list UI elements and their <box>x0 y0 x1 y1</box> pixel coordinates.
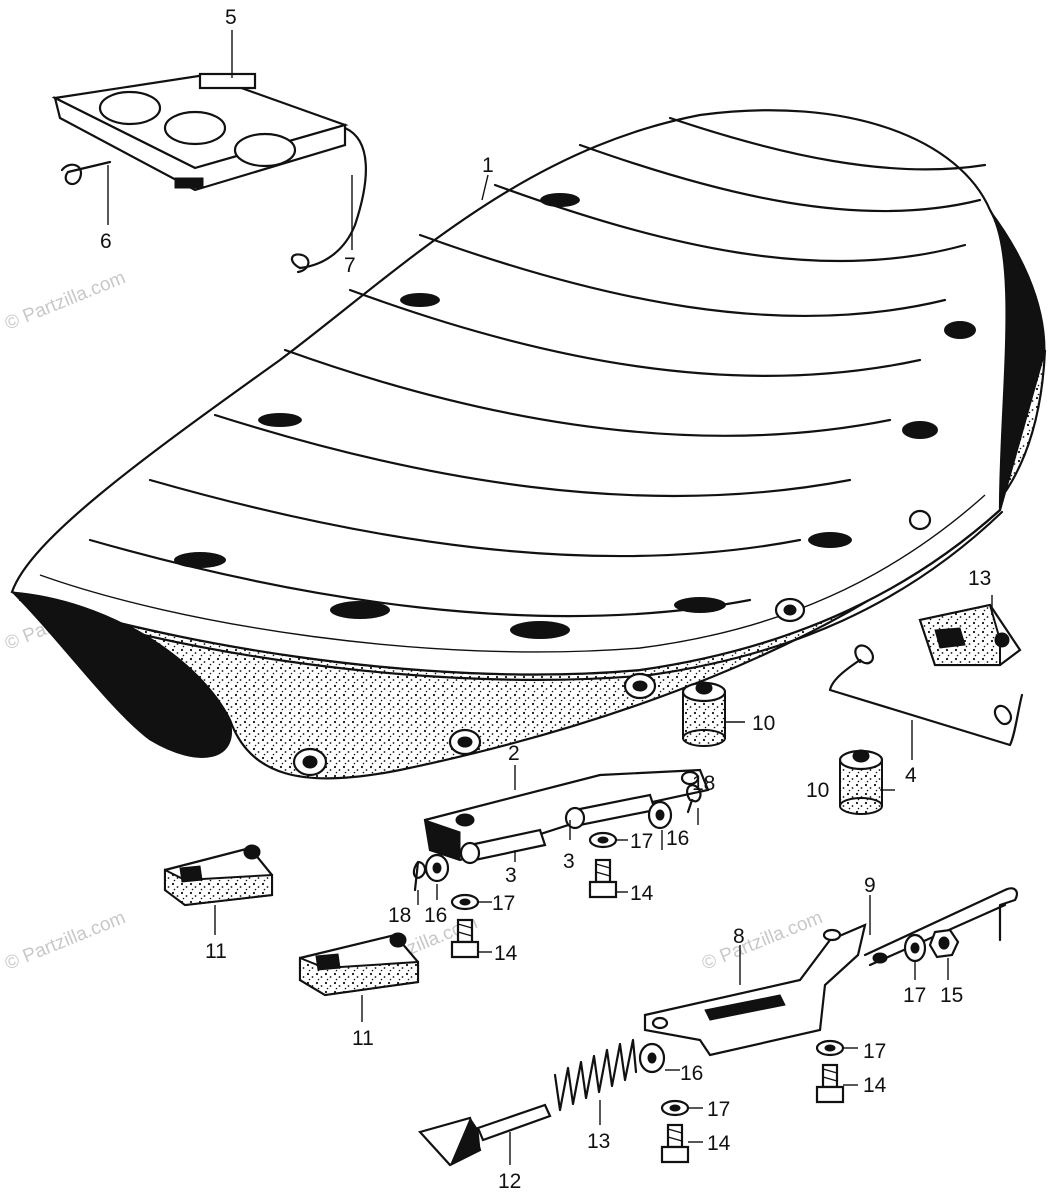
rubber-block-part-11-lower <box>298 932 420 997</box>
tray-part-5 <box>51 72 349 192</box>
wire-part-7 <box>290 126 367 274</box>
clip-part-6 <box>60 160 112 186</box>
callout-5: 5 <box>225 6 237 29</box>
callout-18-front: 18 <box>388 904 411 927</box>
callout-6: 6 <box>100 230 112 253</box>
callout-4: 4 <box>905 764 917 787</box>
cotter-pin-part-18-front <box>412 860 427 892</box>
washer-part-17-a <box>588 831 618 849</box>
watermark: © Partzilla.com <box>2 907 129 974</box>
callout-9: 9 <box>864 874 876 897</box>
callout-2: 2 <box>508 742 520 765</box>
spring-rod-part-4 <box>828 644 1024 747</box>
callout-3-front: 3 <box>505 864 517 887</box>
nut-part-15 <box>928 928 960 959</box>
cotter-pin-part-18-rear <box>686 784 702 814</box>
washer-part-17-d <box>815 1039 845 1057</box>
seat-mount-holes <box>292 509 932 777</box>
callout-3-rear: 3 <box>563 850 575 873</box>
bolt-part-14-a <box>588 858 618 899</box>
pin-part-3-front <box>459 828 547 865</box>
callout-15: 15 <box>940 984 963 1007</box>
callout-17-e: 17 <box>707 1098 730 1121</box>
rubber-block-part-13-upper <box>918 603 1022 667</box>
callout-7: 7 <box>344 254 356 277</box>
spring-part-13-lower <box>553 1038 638 1112</box>
callout-17-c: 17 <box>903 984 926 1007</box>
washer-part-17-b <box>450 893 480 911</box>
bolt-part-14-c <box>815 1063 845 1104</box>
leader-lines <box>107 30 993 1165</box>
callout-11-upper: 11 <box>205 940 227 963</box>
callout-17-b: 17 <box>492 892 515 915</box>
callout-1: 1 <box>482 154 494 177</box>
callout-10-upper: 10 <box>752 712 775 735</box>
callout-16-rear: 16 <box>666 827 689 850</box>
latch-plate-part-8 <box>643 923 867 1057</box>
callout-14-c: 14 <box>863 1074 887 1097</box>
seat-part-1 <box>10 109 1047 780</box>
callout-13-upper: 13 <box>968 567 991 590</box>
callout-13-lower: 13 <box>587 1130 610 1153</box>
washer-part-17-c <box>903 933 927 963</box>
watermark: © Partzilla.com <box>2 267 129 334</box>
rubber-block-part-11-upper <box>163 844 274 907</box>
callout-labels: 5 6 7 1 13 10 4 10 2 18 16 17 3 3 14 17 … <box>100 6 991 1193</box>
callout-18-rear: 18 <box>692 772 715 795</box>
pleat-shading <box>174 193 976 639</box>
callout-14-d: 14 <box>707 1132 731 1155</box>
watermark: © Partzilla.com <box>699 907 826 974</box>
callout-17-a: 17 <box>630 830 653 853</box>
bolt-part-14-b <box>450 918 480 959</box>
cushion-part-10-lower <box>838 749 884 815</box>
washer-part-17-e <box>660 1099 690 1117</box>
latch-pin-part-12 <box>417 1103 552 1167</box>
callout-17-d: 17 <box>863 1040 886 1063</box>
cushion-part-10-upper <box>681 681 727 747</box>
callout-14-b: 14 <box>494 942 518 965</box>
callout-10-lower: 10 <box>806 779 829 802</box>
callout-12: 12 <box>498 1170 521 1193</box>
callout-16-lower: 16 <box>680 1062 703 1085</box>
bolt-part-14-d <box>660 1123 690 1164</box>
callout-8: 8 <box>733 925 745 948</box>
callout-11-lower: 11 <box>352 1027 374 1050</box>
callout-14-a: 14 <box>630 882 654 905</box>
washer-part-16-lower <box>638 1042 666 1074</box>
callout-16-front: 16 <box>424 904 447 927</box>
